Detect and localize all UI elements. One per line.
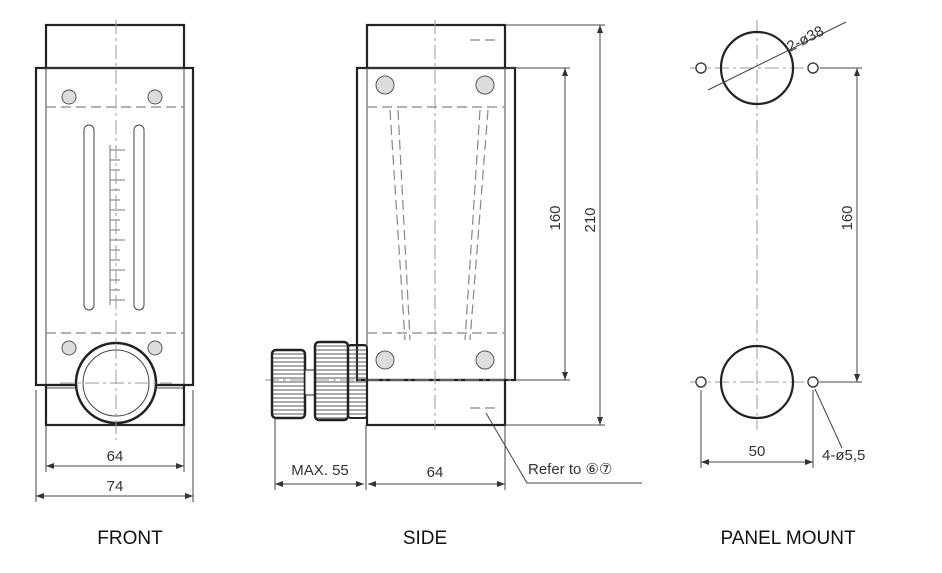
caption-panel-mount: PANEL MOUNT <box>720 528 856 549</box>
dim-side-max55: MAX. 55 <box>291 462 349 479</box>
dim-panel-2-38: 2-ø38 <box>784 23 827 56</box>
screw-icon <box>375 75 495 370</box>
dim-panel-50: 50 <box>749 443 766 460</box>
dim-side-64: 64 <box>427 464 444 481</box>
front-view: 64 74 <box>34 20 195 502</box>
dim-front-64: 64 <box>107 448 124 465</box>
side-view: MAX. 55 64 160 210 Refer to ⑥⑦ <box>265 20 642 490</box>
caption-front: FRONT <box>97 528 163 549</box>
screw-hole-icon <box>695 62 819 388</box>
knob-icon <box>270 340 368 422</box>
dim-front-74: 74 <box>107 478 124 495</box>
dim-side-210: 210 <box>582 207 599 232</box>
hole-icon <box>719 30 795 106</box>
screw-icon <box>61 89 163 356</box>
scale-ticks <box>109 145 125 305</box>
dim-side-160: 160 <box>547 205 564 230</box>
dim-panel-160: 160 <box>839 205 856 230</box>
dim-panel-4-55: 4-ø5,5 <box>822 447 865 464</box>
hole-icon <box>719 344 795 420</box>
caption-side: SIDE <box>402 528 448 549</box>
panel-mount-view: 2-ø38 160 50 4-ø5,5 <box>690 20 865 468</box>
refer-note: Refer to ⑥⑦ <box>528 461 612 478</box>
